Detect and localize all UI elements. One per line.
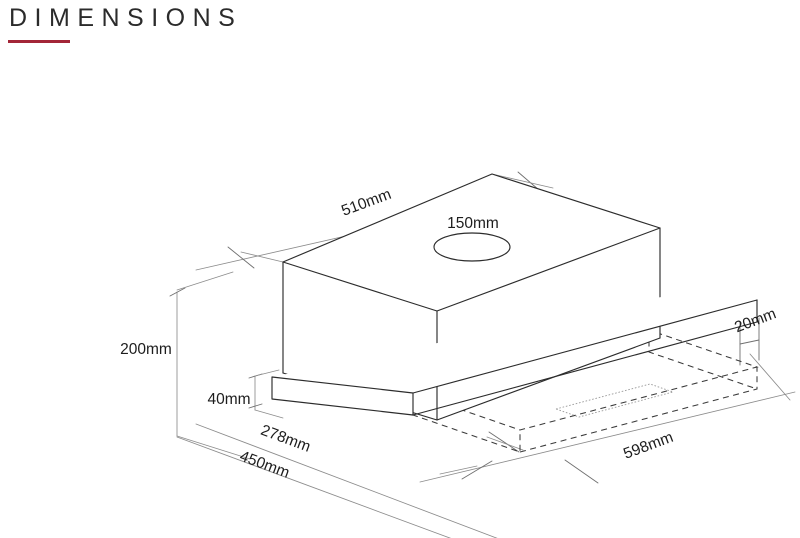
dim-tick-slider-width-left (461, 460, 493, 480)
dim-tick-depth-body (488, 431, 520, 453)
ext-line-slider-width-right (749, 353, 791, 401)
ext-line-body-height-bottom (176, 435, 251, 460)
ext-line-body-height-top (176, 271, 234, 291)
slider-front-right-face (519, 367, 758, 453)
plinth-top-far-edge (412, 299, 758, 394)
dim-tick-slider-thickness (739, 339, 760, 345)
dim-label-slider-thickness: 20mm (732, 305, 778, 336)
dim-tick-body-height-top (169, 287, 186, 297)
ext-line-plinth-bottom (254, 409, 284, 419)
grille-panel (554, 383, 675, 418)
dim-tick-plinth-bottom (248, 403, 263, 409)
dim-line-depth-total (176, 436, 452, 538)
dim-tick-depth-total (564, 459, 599, 484)
ext-line-width-top-right (491, 173, 554, 189)
plinth-base (271, 289, 758, 416)
dim-line-depth-body (195, 423, 498, 538)
vent-hole-icon (433, 232, 511, 262)
ext-line-depth-body (486, 436, 524, 451)
plinth-top-fill (272, 289, 757, 393)
dim-label-slider-width: 598mm (621, 429, 675, 463)
plinth-bottom-far-edge (412, 321, 758, 416)
dim-tick-width-top-left (227, 246, 255, 269)
plinth-front-fill (272, 377, 413, 415)
page-title: DIMENSIONS (9, 4, 243, 32)
ext-line-plinth-top (254, 369, 280, 377)
dim-label-width-top: 510mm (339, 186, 393, 220)
dim-label-plinth-height: 40mm (207, 391, 250, 408)
ext-line-slider-width-left (439, 465, 478, 475)
slider-right-edge (648, 330, 758, 390)
dim-label-vent-diameter: 150mm (447, 215, 499, 232)
dim-label-body-height: 200mm (120, 341, 172, 358)
dim-label-depth-total: 450mm (237, 448, 291, 482)
title-underline-rule (8, 40, 70, 43)
ext-line-width-top-left (240, 251, 284, 263)
